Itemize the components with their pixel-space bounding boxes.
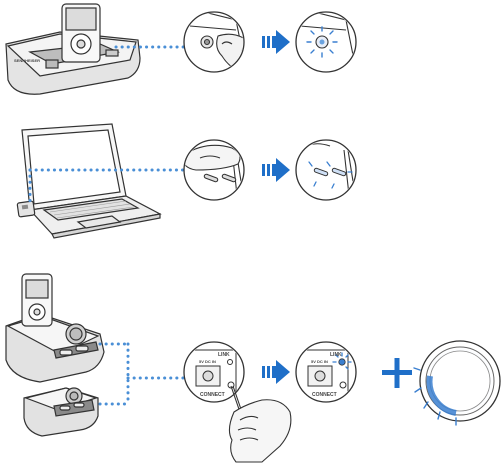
usb-led-lit-icon <box>296 140 356 204</box>
step-dock-power: SENNHEISER <box>6 4 356 94</box>
link-label: LINK <box>218 352 230 358</box>
dc-in-label: 5V DC IN <box>199 359 216 364</box>
dc-in-lit-label: 5V DC IN <box>311 359 328 364</box>
power-button-press-icon <box>184 10 252 74</box>
link-lit-label: LINK <box>330 352 342 358</box>
arrow-icon <box>262 30 290 54</box>
link-led-lit-icon: LINK 5V DC IN CONNECT <box>296 342 356 402</box>
arrow-icon <box>262 158 290 182</box>
volume-dial-icon <box>414 341 500 425</box>
plus-icon <box>382 358 412 388</box>
arrow-icon <box>262 360 290 384</box>
connect-lit-label: CONNECT <box>312 392 337 398</box>
hand-with-pin-icon <box>229 386 290 462</box>
transmitter-icon <box>24 388 98 436</box>
dock-with-ipod-icon <box>6 274 104 382</box>
finger-press-icon <box>182 140 244 204</box>
connect-label: CONNECT <box>200 392 225 398</box>
ipod-dock-icon: SENNHEISER <box>6 4 140 94</box>
dock-brand-label: SENNHEISER <box>14 58 40 63</box>
laptop-icon <box>17 124 160 238</box>
step-link-connect: LINK 5V DC IN CONNECT <box>6 274 500 462</box>
step-laptop-usb <box>17 124 356 238</box>
power-button-lit-icon <box>296 10 356 72</box>
dotted-connector <box>100 344 186 404</box>
